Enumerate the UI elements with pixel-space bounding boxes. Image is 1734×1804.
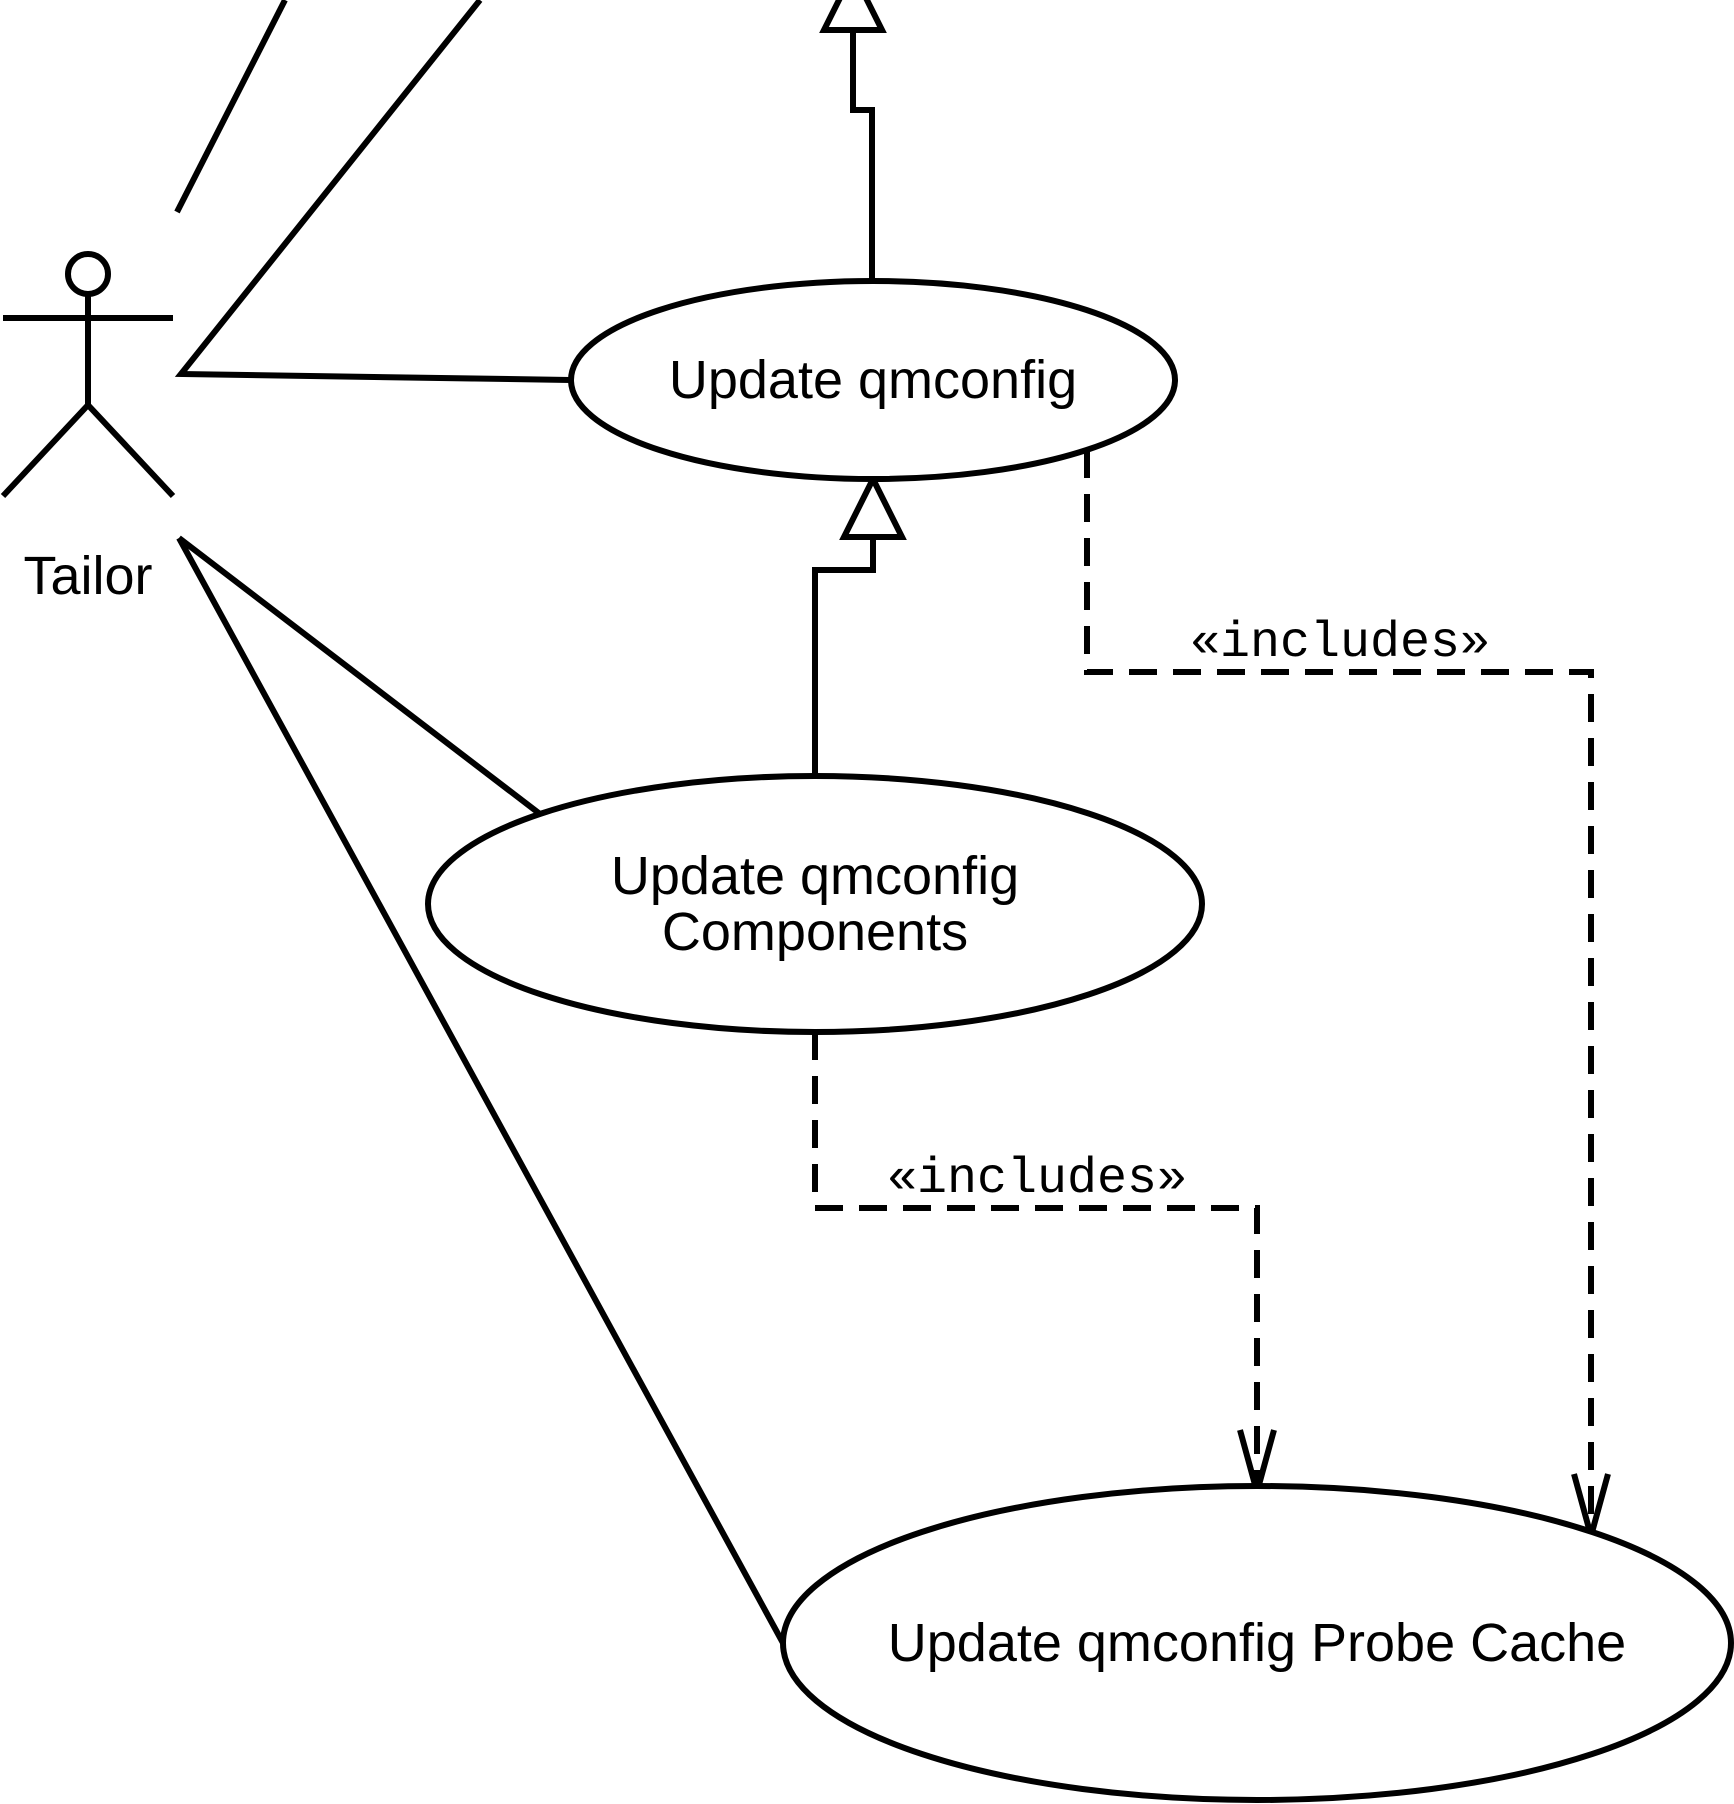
stick-figure-icon[interactable] bbox=[0, 251, 176, 499]
actor-right-leg bbox=[85, 402, 176, 499]
generalization-line-update-qmconfig bbox=[850, 28, 875, 280]
association-line-probe-cache bbox=[176, 536, 786, 1645]
generalization-line-components bbox=[812, 537, 876, 778]
include-line-components bbox=[812, 1032, 1260, 1490]
use-case-label-update-qmconfig: Update qmconfig bbox=[669, 350, 1077, 410]
include-stereotype-components: «includes» bbox=[887, 1151, 1187, 1208]
generalization-arrowhead-components bbox=[839, 472, 907, 540]
actor-name: Tailor bbox=[23, 546, 152, 606]
association-line-components bbox=[177, 535, 542, 817]
use-case-update-qmconfig[interactable] bbox=[568, 278, 1178, 482]
association-line-offpage-left bbox=[174, 0, 288, 214]
include-stereotype-update-qmconfig: «includes» bbox=[1190, 615, 1490, 672]
use-case-label-probe-cache: Update qmconfig Probe Cache bbox=[888, 1613, 1626, 1673]
use-case-label-components-line1: Update qmconfig bbox=[611, 846, 1019, 906]
use-case-update-qmconfig-components[interactable] bbox=[425, 773, 1205, 1035]
generalization-arrowhead-top bbox=[819, 0, 887, 33]
association-line-offpage-right-and-update-qmconfig bbox=[174, 0, 571, 383]
actor-left-leg bbox=[0, 402, 91, 499]
use-case-label-components-line2: Components bbox=[662, 902, 968, 962]
include-line-update-qmconfig bbox=[1084, 450, 1594, 1535]
use-case-update-qmconfig-probe-cache[interactable] bbox=[780, 1483, 1734, 1803]
actor-head bbox=[65, 251, 111, 297]
